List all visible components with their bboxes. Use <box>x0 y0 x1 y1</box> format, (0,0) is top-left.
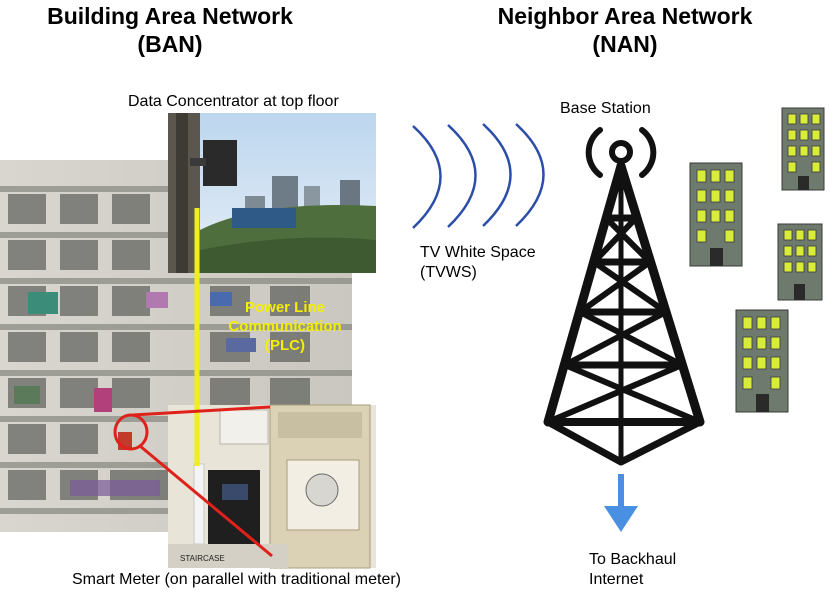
plc-label-line3: (PLC) <box>265 337 305 354</box>
smart-meter-callout <box>113 405 273 558</box>
rooftop-photo <box>168 113 376 273</box>
office-building-icon-3 <box>777 223 823 301</box>
radio-waves-icon <box>412 123 545 229</box>
ban-title: Building Area Network (BAN) <box>20 2 320 58</box>
plc-label-line1: Power Line <box>244 299 326 316</box>
ban-title-line2: (BAN) <box>137 31 203 57</box>
office-building-icon-1 <box>689 162 743 267</box>
tvws-label: TV White Space (TVWS) <box>420 243 570 283</box>
office-building-icon-2 <box>781 107 825 191</box>
ban-title-line1: Building Area Network <box>47 3 293 29</box>
plc-label: Power Line Communication (PLC) <box>210 298 360 355</box>
nan-title-line2: (NAN) <box>592 31 658 57</box>
backhaul-label-line2: Internet <box>589 571 644 588</box>
office-building-icon-4 <box>735 309 789 413</box>
data-concentrator-label: Data Concentrator at top floor <box>128 93 339 110</box>
backhaul-label-line1: To Backhaul <box>589 551 677 568</box>
tvws-label-line1: TV White Space <box>420 244 536 261</box>
base-station-label: Base Station <box>560 100 651 117</box>
staircase-sign: STAIRCASE <box>180 554 225 563</box>
smart-meter-label: Smart Meter (on parallel with traditiona… <box>72 571 402 588</box>
plc-label-line2: Communication <box>228 318 342 335</box>
arrow-down-icon <box>604 474 638 532</box>
backhaul-label: To Backhaul Internet <box>589 550 729 590</box>
tvws-label-line2: (TVWS) <box>420 264 477 281</box>
smart-meter-photo: STAIRCASE <box>168 404 376 569</box>
cell-tower-icon <box>543 127 705 466</box>
nan-title: Neighbor Area Network (NAN) <box>470 2 780 58</box>
nan-title-line1: Neighbor Area Network <box>497 3 753 29</box>
